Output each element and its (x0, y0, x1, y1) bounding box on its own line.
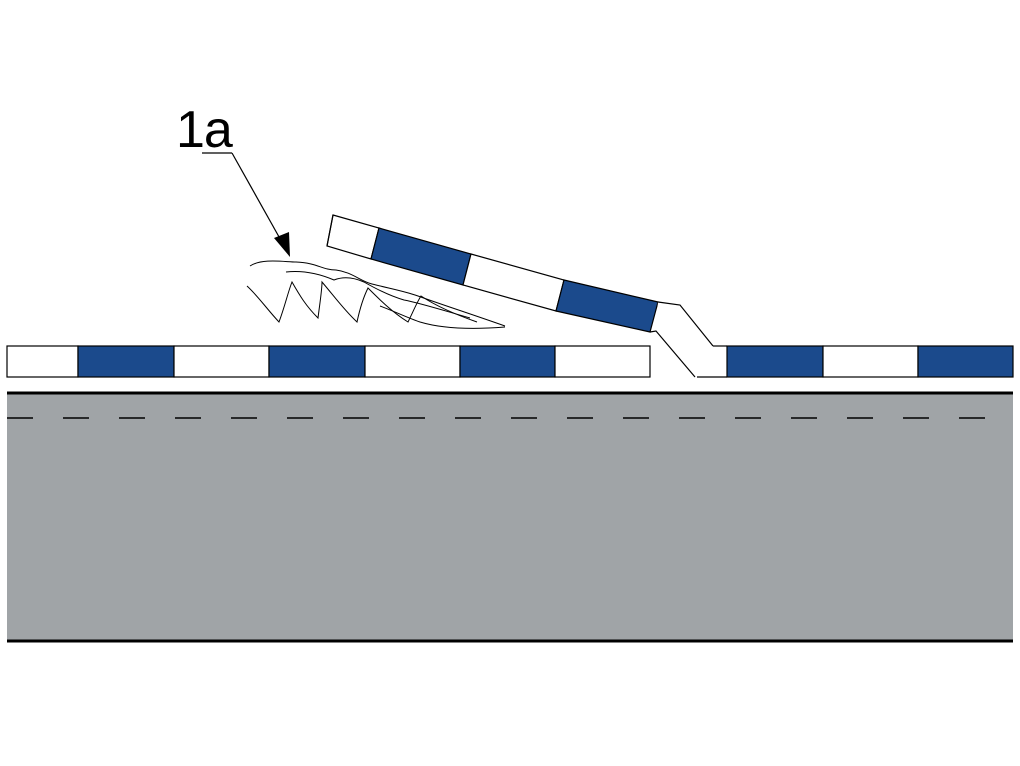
strip-segment-dark (77, 345, 175, 378)
lifted-segment-light (462, 253, 565, 312)
strip-segment-light (697, 346, 727, 377)
label-leader (202, 152, 290, 257)
road (7, 391, 1013, 643)
lifted-segment-light (326, 214, 380, 260)
leader-line (231, 152, 284, 245)
airflow-line (249, 260, 506, 327)
strip-segment-light (364, 345, 461, 378)
strip-segment-light (822, 345, 919, 378)
lifted-segment-dark (370, 227, 472, 286)
hinge-lower-edge (649, 330, 696, 378)
lifted-end-edge (326, 214, 334, 247)
flat-strip-right (697, 345, 1014, 378)
road-surface (7, 393, 1013, 641)
strip-segment-dark (459, 345, 556, 378)
annotation-label: 1a (176, 101, 233, 159)
strip-segment-light (6, 345, 79, 378)
hinge-upper-edge (657, 301, 714, 347)
airflow-lines (246, 260, 506, 329)
airflow-line (285, 271, 471, 319)
lifted-segment-dark (555, 279, 659, 333)
strip-segment-dark (917, 345, 1014, 378)
strip-segment-dark (726, 345, 824, 378)
flat-strip-left (6, 345, 651, 378)
airflow-line (379, 305, 506, 329)
lifted-hinge-segment (656, 302, 713, 377)
airflow-line (246, 280, 478, 323)
lifted-strip (326, 214, 714, 378)
strip-segment-light (173, 345, 270, 378)
strip-segment-dark (268, 345, 366, 378)
strip-segment-light (554, 345, 651, 378)
arrowhead-icon (274, 232, 290, 257)
